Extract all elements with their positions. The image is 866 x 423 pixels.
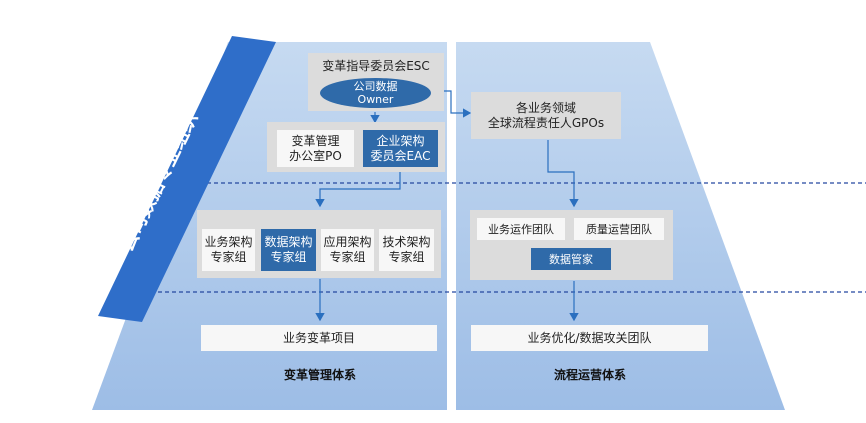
owner-line2: Owner xyxy=(357,93,394,106)
expert-line2: 专家组 xyxy=(210,250,247,264)
po-box[interactable]: 变革管理 办公室PO xyxy=(277,130,354,167)
expert-line2: 专家组 xyxy=(329,250,366,264)
esc-label: 变革指导委员会ESC xyxy=(322,59,430,73)
expert-line1: 数据架构 xyxy=(264,235,313,249)
eac-line1: 企业架构 xyxy=(376,133,425,148)
quality-operations-team-label: 质量运营团队 xyxy=(586,222,652,236)
eac-line2: 委员会EAC xyxy=(370,148,431,163)
business-optimization-team-label: 业务优化/数据攻关团队 xyxy=(527,330,652,345)
side-banner xyxy=(98,36,276,322)
po-line1: 变革管理 xyxy=(291,133,340,148)
expert-technology-architecture[interactable]: 技术架构 专家组 xyxy=(379,229,434,271)
arrow-gpo-to-teams xyxy=(547,140,579,208)
data-steward[interactable]: 数据管家 xyxy=(531,248,611,270)
expert-application-architecture[interactable]: 应用架构 专家组 xyxy=(321,229,374,271)
expert-line1: 业务架构 xyxy=(204,235,253,249)
gpo-line1: 各业务领域 xyxy=(515,100,576,115)
business-change-project[interactable]: 业务变革项目 xyxy=(201,325,437,351)
change-management-title: 变革管理体系 xyxy=(283,368,356,382)
business-optimization-team[interactable]: 业务优化/数据攻关团队 xyxy=(471,325,708,351)
data-steward-label: 数据管家 xyxy=(549,252,593,266)
expert-data-architecture[interactable]: 数据架构 专家组 xyxy=(261,229,316,271)
owner-ellipse[interactable]: 公司数据 Owner xyxy=(320,78,431,108)
gpo-box[interactable]: 各业务领域 全球流程责任人GPOs xyxy=(471,92,621,139)
gpo-line2: 全球流程责任人GPOs xyxy=(487,115,605,130)
quality-operations-team[interactable]: 质量运营团队 xyxy=(574,218,664,240)
expert-line1: 技术架构 xyxy=(382,235,431,249)
business-operations-team[interactable]: 业务运作团队 xyxy=(477,218,565,240)
po-line2: 办公室PO xyxy=(289,148,342,163)
business-change-project-label: 业务变革项目 xyxy=(282,330,355,345)
expert-business-architecture[interactable]: 业务架构 专家组 xyxy=(202,229,255,271)
eac-box[interactable]: 企业架构 委员会EAC xyxy=(363,130,438,167)
process-operations-title: 流程运营体系 xyxy=(553,368,626,382)
business-operations-team-label: 业务运作团队 xyxy=(488,222,554,236)
expert-line1: 应用架构 xyxy=(323,235,372,249)
expert-line2: 专家组 xyxy=(270,250,307,264)
owner-line1: 公司数据 xyxy=(353,80,398,93)
expert-line2: 专家组 xyxy=(388,250,425,264)
arrow-eac-to-experts xyxy=(315,169,401,208)
